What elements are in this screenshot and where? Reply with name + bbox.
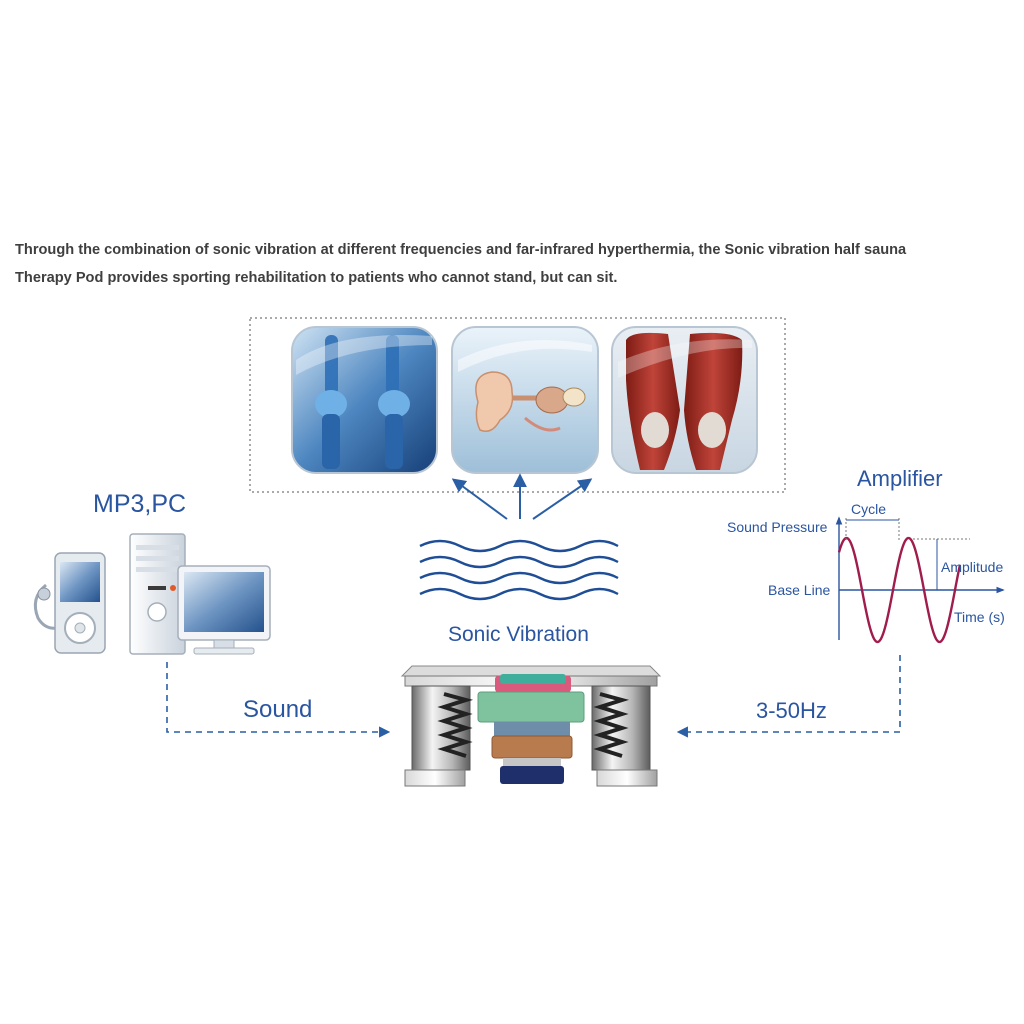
sine-wave (837, 536, 962, 644)
source-label: MP3,PC (93, 490, 187, 518)
amplitude-label: Amplitude (941, 559, 1004, 575)
sound-pressure-label: Sound Pressure (727, 519, 828, 535)
sound-flow-line (166, 662, 391, 738)
intro-line-2: Therapy Pod provides sporting rehabilita… (15, 270, 618, 286)
knee-bones-xray-icon (291, 326, 438, 474)
mp3-player-icon (33, 552, 106, 654)
intro-line-1: Through the combination of sonic vibrati… (15, 242, 907, 258)
sonic-vibration-label: Sonic Vibration (448, 623, 589, 646)
amplifier-graph (835, 516, 1005, 644)
base-line-label: Base Line (768, 582, 831, 598)
amplifier-title: Amplifier (857, 466, 943, 491)
anatomy-frame (249, 317, 786, 493)
time-label: Time (s) (954, 609, 1005, 625)
frequency-flow-line (676, 655, 901, 738)
pc-tower-icon (129, 533, 186, 655)
frequency-flow-label: 3-50Hz (756, 698, 827, 723)
monitor-icon (177, 565, 271, 655)
arrow-to-muscles (532, 478, 593, 520)
sonic-waves-icon (419, 539, 619, 601)
transducer-icon (400, 665, 662, 787)
thigh-muscles-icon (611, 326, 758, 474)
ear-anatomy-icon (451, 326, 599, 474)
intro-text: Through the combination of sonic vibrati… (15, 236, 1005, 292)
arrow-to-bones (451, 478, 508, 520)
sound-flow-label: Sound (243, 696, 313, 723)
cycle-label: Cycle (851, 501, 887, 517)
